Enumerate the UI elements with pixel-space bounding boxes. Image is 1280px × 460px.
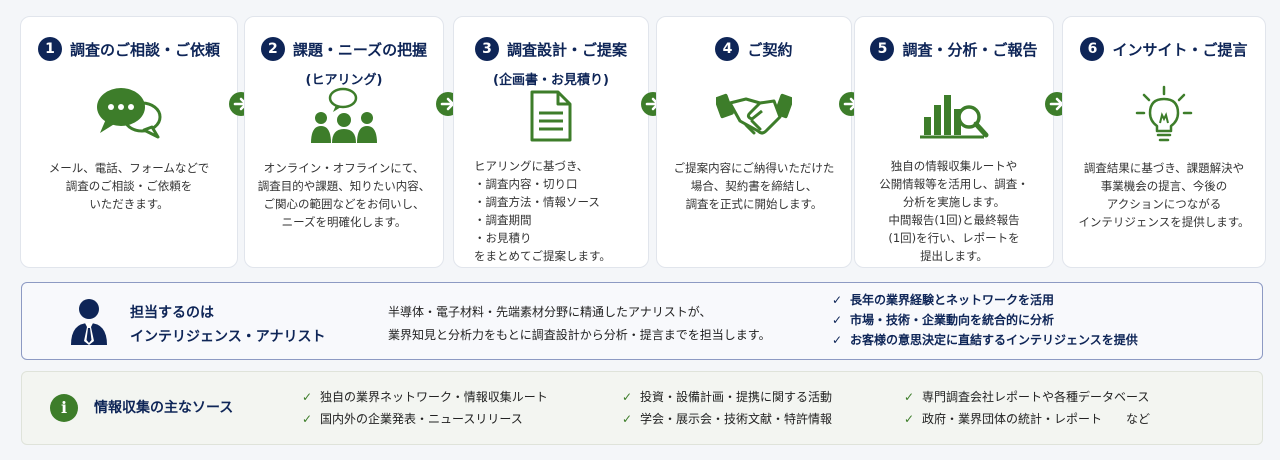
person-icon [70,297,108,349]
sources-col-2: ✓ 投資・設備計画・提携に関する活動 ✓ 学会・展示会・技術文献・特許情報 [622,386,832,430]
step-title: インサイト・ご提言 [1112,40,1248,59]
step-description: ご提案内容にご納得いただけた 場合、契約書を締結し、 調査を正式に開始します。 [673,161,835,211]
source-text: 専門調査会社レポートや各種データベース [922,390,1150,404]
point-text: 市場・技術・企業動向を統合的に分析 [850,313,1055,327]
step-title: 調査・分析・ご報告 [902,40,1038,59]
analyst-desc-line2: 業界知見と分析力をもとに調査設計から分析・提言までを担当します。 [388,328,771,342]
lightbulb-icon [1063,85,1265,149]
step-number: 1 [37,37,62,61]
handshake-icon [657,89,851,145]
point-text: 長年の業界経験とネットワークを活用 [850,293,1055,307]
source-text: 国内外の企業発表・ニュースリリース [320,412,523,426]
analyst-points: ✓ 長年の業界経験とネットワークを活用 ✓ 市場・技術・企業動向を統合的に分析 ✓ お… [832,290,1138,350]
list-item: ✓ 政府・業界団体の統計・レポート など [904,408,1150,430]
step-number: 4 [715,37,740,61]
step-description: オンライン・オフラインにて、 調査目的や課題、知りたい内容、 ご関心の範囲などを… [257,161,431,229]
info-icon: i [50,394,78,422]
source-text: 学会・展示会・技術文献・特許情報 [640,412,833,426]
check-icon: ✓ [622,390,633,404]
list-item: ✓ 専門調査会社レポートや各種データベース [904,386,1150,408]
source-text: 投資・設備計画・提携に関する活動 [640,390,833,404]
analyst-title: 担当するのは インテリジェンス・アナリスト [130,301,325,349]
step-number: 3 [474,37,499,61]
analyst-title-line1: 担当するのは [130,305,214,321]
step-description: メール、電話、フォームなどで 調査のご相談・ご依頼を いただきます。 [48,161,210,211]
check-icon: ✓ [832,333,843,347]
meeting-people-icon [245,87,443,147]
step-card-2: 2 課題・ニーズの把握 (ヒアリング) オンライン・オフラインにて、 調査目的や課… [244,16,444,268]
document-icon [454,89,648,147]
check-icon: ✓ [302,412,313,426]
list-item: ✓ 国内外の企業発表・ニュースリリース [302,408,548,430]
list-item: ✓ 学会・展示会・技術文献・特許情報 [622,408,832,430]
check-icon: ✓ [832,293,843,307]
analyst-panel: 担当するのは インテリジェンス・アナリスト 半導体・電子材料・先端素材分野に精通… [21,282,1263,360]
step-description: 独自の情報収集ルートや 公開情報等を活用し、調査・ 分析を実施します。 中間報告… [879,159,1029,263]
list-item: ✓ 独自の業界ネットワーク・情報収集ルート [302,386,548,408]
list-item: ✓ 長年の業界経験とネットワークを活用 [832,290,1138,310]
step-title: ご契約 [747,40,793,59]
sources-col-1: ✓ 独自の業界ネットワーク・情報収集ルート ✓ 国内外の企業発表・ニュースリリース [302,386,548,430]
chat-bubbles-icon [21,83,237,145]
step-number: 6 [1080,37,1105,61]
check-icon: ✓ [904,390,915,404]
list-item: ✓ お客様の意思決定に直結するインテリジェンスを提供 [832,330,1138,350]
step-card-4: 4 ご契約 ご提案内容にご納得いただけた 場合、契約書を締結し、 調査を正式に開始… [656,16,852,268]
check-icon: ✓ [904,412,915,426]
analyst-desc-line1: 半導体・電子材料・先端素材分野に精通したアナリストが、 [388,305,712,319]
step-card-5: 5 調査・分析・ご報告 独自の情報収集ルートや 公開情報等を活用し、調査・ 分析を… [854,16,1054,268]
step-subtitle: (ヒアリング) [305,73,383,88]
step-title: 調査設計・ご提案 [506,40,627,59]
list-item: ✓ 投資・設備計画・提携に関する活動 [622,386,832,408]
point-text: お客様の意思決定に直結するインテリジェンスを提供 [850,333,1138,347]
sources-col-3: ✓ 専門調査会社レポートや各種データベース ✓ 政府・業界団体の統計・レポート など [904,386,1150,430]
step-title: 調査のご相談・ご依頼 [69,40,220,59]
process-steps: 1 調査のご相談・ご依頼 メール、電話、フォームなどで 調査のご相談・ご依頼を い… [20,16,1266,270]
analyst-description: 半導体・電子材料・先端素材分野に精通したアナリストが、 業界知見と分析力をもとに… [388,301,771,347]
step-description: 調査結果に基づき、課題解決や 事業機会の提言、今後の アクションにつながる イン… [1078,161,1250,229]
analyst-title-line2: インテリジェンス・アナリスト [130,329,326,345]
step-card-3: 3 調査設計・ご提案 (企画書・お見積り) ヒアリングに基づき、 ・調査内容・切り… [453,16,649,268]
chart-magnifier-icon [855,87,1053,147]
step-card-6: 6 インサイト・ご提言 調査結果に基づき、課題解決や 事業機会の提言、今後の アク… [1062,16,1266,268]
step-number: 2 [260,37,285,61]
step-description: ヒアリングに基づき、 ・調査内容・切り口 ・調査方法・情報ソース ・調査期間 ・… [474,159,611,263]
step-number: 5 [870,37,895,61]
step-card-1: 1 調査のご相談・ご依頼 メール、電話、フォームなどで 調査のご相談・ご依頼を い… [20,16,238,268]
check-icon: ✓ [622,412,633,426]
sources-panel: i 情報収集の主なソース ✓ 独自の業界ネットワーク・情報収集ルート ✓ 国内外の企… [21,371,1263,445]
step-subtitle: (企画書・お見積り) [493,73,609,88]
step-title: 課題・ニーズの把握 [292,40,428,59]
source-text: 政府・業界団体の統計・レポート など [922,412,1151,426]
check-icon: ✓ [832,313,843,327]
check-icon: ✓ [302,390,313,404]
list-item: ✓ 市場・技術・企業動向を統合的に分析 [832,310,1138,330]
source-text: 独自の業界ネットワーク・情報収集ルート [320,390,548,404]
sources-title: 情報収集の主なソース [94,400,234,416]
